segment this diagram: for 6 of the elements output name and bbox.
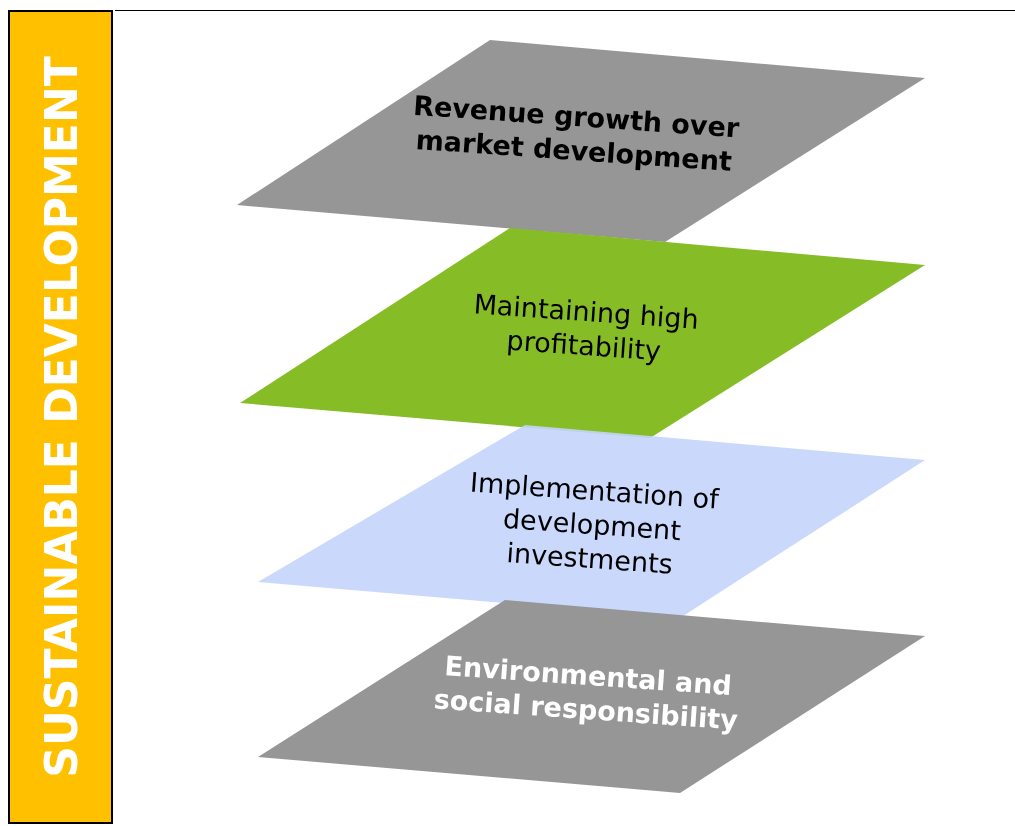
layer-label: Environmental and social responsibility [431,649,740,738]
layer-label: Implementation of development investments [468,465,721,582]
layer-label: Revenue growth over market development [411,88,742,179]
band-title: SUSTAINABLE DEVELOPMENT [35,56,86,778]
title-band [8,10,113,824]
layer-label: Maintaining high profitability [471,287,701,369]
